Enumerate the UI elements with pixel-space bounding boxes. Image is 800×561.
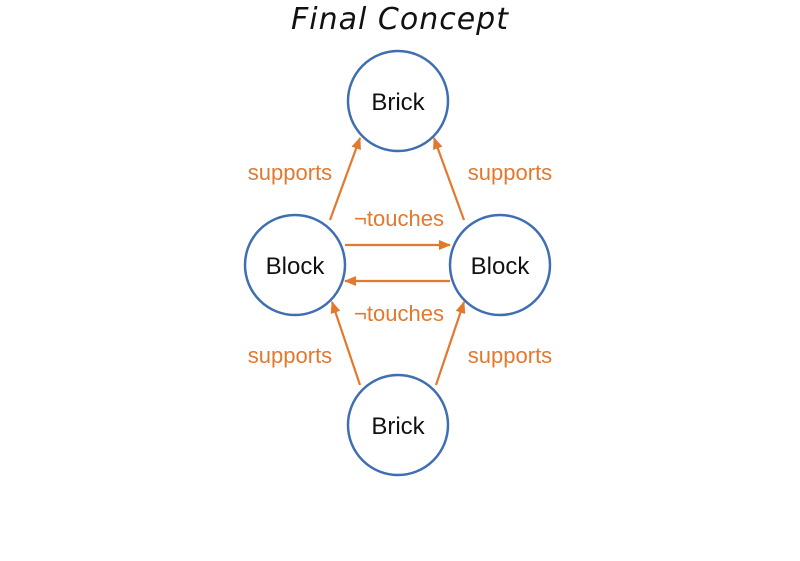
node-block-right: Block <box>448 213 552 317</box>
edge-label-supports-top-right: supports <box>468 160 552 185</box>
edge-label-supports-bottom-left: supports <box>248 343 332 368</box>
node-brick-top-label: Brick <box>371 89 425 116</box>
edge-brick-bottom-supports-block-left <box>330 301 362 386</box>
edge-label-supports-top-left: supports <box>248 160 332 185</box>
edge-label-supports-bottom-right: supports <box>468 343 552 368</box>
edge-block-right-supports-brick-top <box>432 137 466 221</box>
node-block-left: Block <box>243 213 347 317</box>
edge-label-nottouches-lower: ¬touches <box>354 301 444 326</box>
node-block-right-label: Block <box>471 253 531 280</box>
node-brick-top: Brick <box>346 49 450 153</box>
edge-brick-bottom-supports-block-right <box>434 301 466 386</box>
node-block-left-label: Block <box>266 253 326 280</box>
diagram-title: Final Concept <box>291 2 509 37</box>
edge-label-nottouches-upper: ¬touches <box>354 206 444 231</box>
edge-block-left-supports-brick-top <box>328 137 362 221</box>
node-brick-bottom: Brick <box>346 373 450 477</box>
node-brick-bottom-label: Brick <box>371 413 425 440</box>
